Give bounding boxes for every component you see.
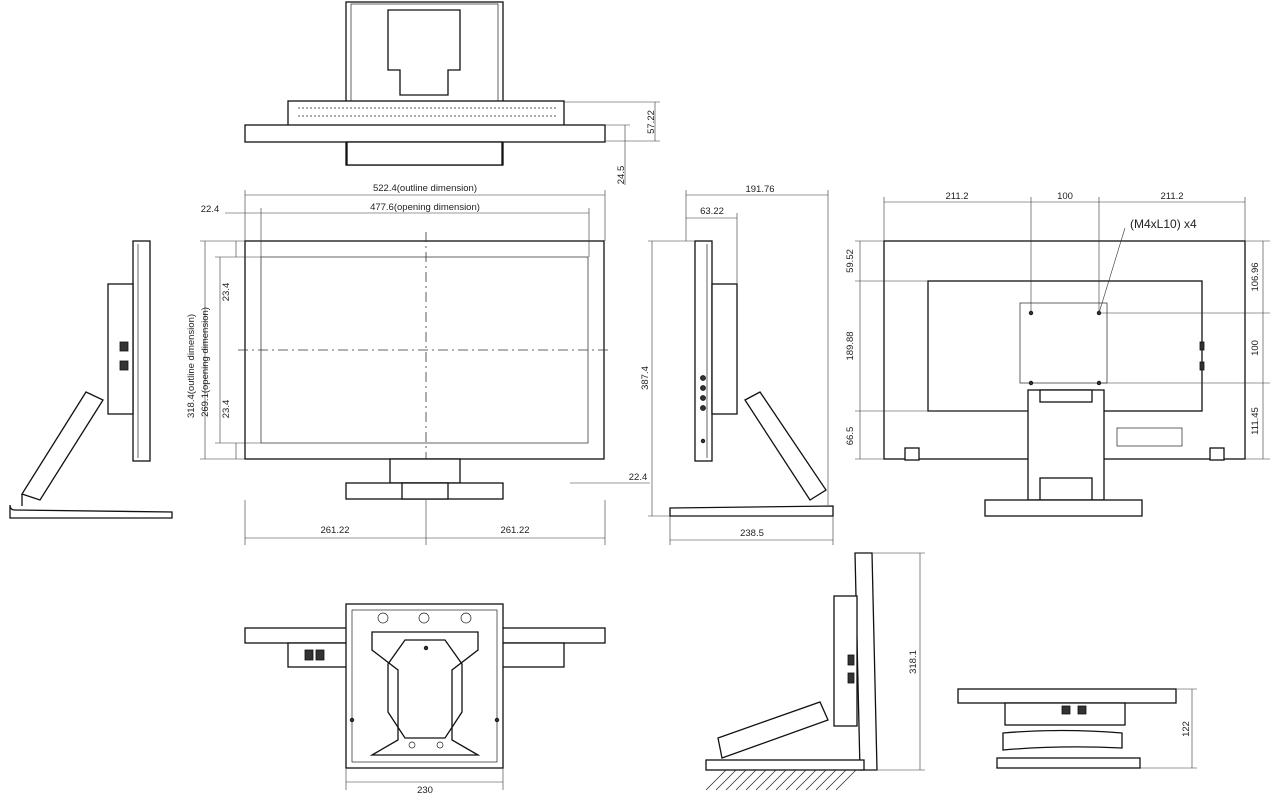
flat-view <box>957 688 1197 769</box>
dim-side-right-margin: 22.4 <box>629 472 648 483</box>
dim-tilt-height: 318.1 <box>908 650 919 674</box>
dim-top-depth: 57.22 <box>646 110 657 134</box>
dim-inner-bottom: 23.4 <box>221 400 232 419</box>
dim-half-left: 261.22 <box>320 525 349 536</box>
top-view <box>244 1 660 185</box>
dim-left-margin: 22.4 <box>201 204 220 215</box>
front-view <box>200 190 650 545</box>
rear-view <box>855 197 1270 517</box>
dim-rear-top-left: 59.52 <box>845 249 856 273</box>
dim-side-depth: 191.76 <box>745 184 774 195</box>
bottom-view <box>244 603 606 790</box>
dim-total-height: 387.4 <box>640 366 651 390</box>
dim-base-width: 230 <box>417 785 433 796</box>
left-side-view <box>9 240 173 519</box>
dim-rear-bottom-left: 66.5 <box>845 427 856 446</box>
dim-rear-mid: 100 <box>1057 191 1073 202</box>
right-side-view <box>648 190 834 545</box>
dim-rear-right: 211.2 <box>1160 191 1183 202</box>
dim-half-right: 261.22 <box>500 525 529 536</box>
dim-opening-width: 477.6(opening dimension) <box>370 202 480 213</box>
dim-side-base: 238.5 <box>740 528 764 539</box>
dim-opening-height: 269.1(opening dimension) <box>200 307 211 417</box>
dim-rear-mid-left: 189.88 <box>845 331 856 360</box>
dim-outline-width: 522.4(outline dimension) <box>373 183 477 194</box>
dim-rear-top-right: 106.96 <box>1250 262 1261 291</box>
dim-outline-height: 318.4(outline dimension) <box>186 314 197 418</box>
dim-side-offset: 63.22 <box>700 206 724 217</box>
dim-rear-mid-right: 100 <box>1250 340 1261 356</box>
vesa-screw-label: (M4xL10) x4 <box>1130 217 1197 231</box>
dim-rear-bottom-right: 111.45 <box>1250 407 1261 435</box>
dim-flat-height: 122 <box>1181 721 1192 737</box>
tilted-side-view <box>705 552 925 791</box>
dim-inner-top: 23.4 <box>221 283 232 302</box>
dim-rear-left: 211.2 <box>945 191 968 202</box>
dim-top-bezel: 24.5 <box>616 166 627 185</box>
